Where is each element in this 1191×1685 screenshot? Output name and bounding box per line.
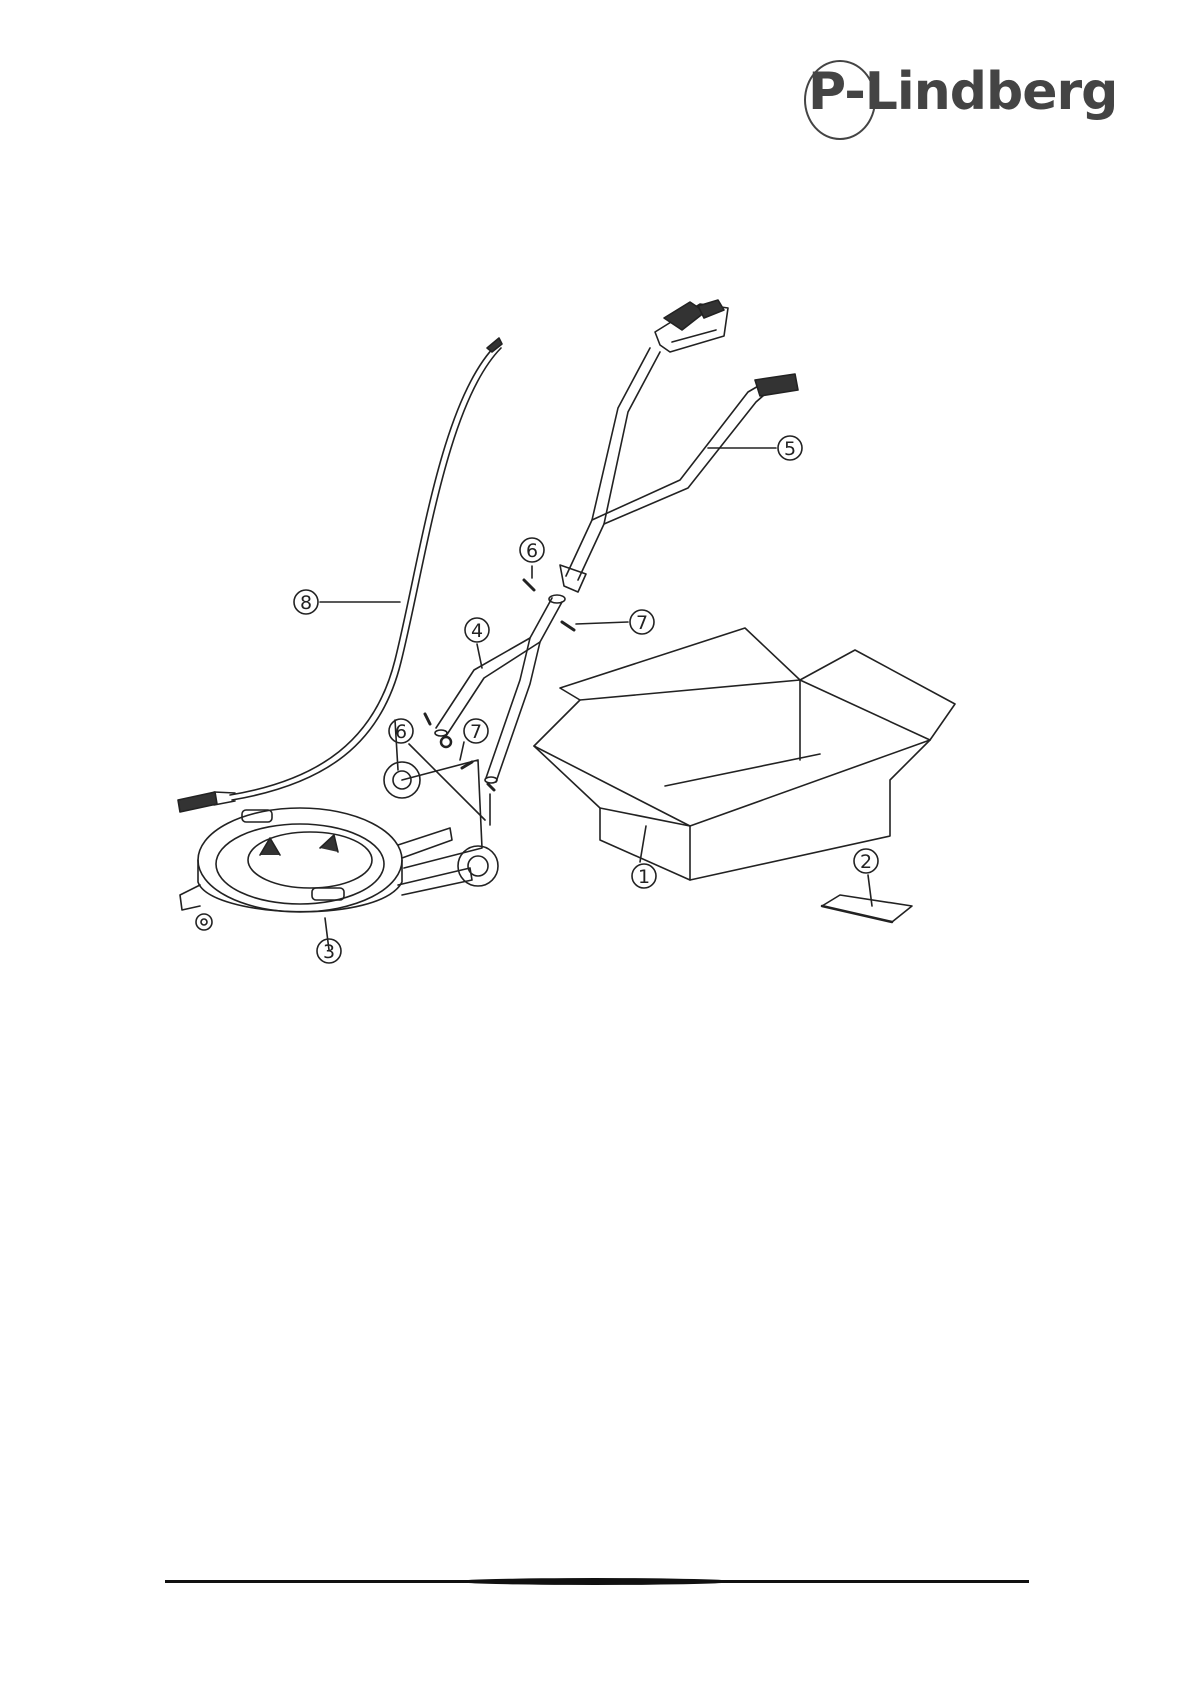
callout-3: 3: [323, 941, 335, 963]
instruction-manual: [822, 895, 912, 922]
callout-1: 1: [638, 866, 650, 888]
callout-6-top: 6: [526, 540, 538, 562]
fasteners: [425, 580, 574, 825]
callout-6-bottom: 6: [395, 721, 407, 743]
callout-8: 8: [300, 592, 312, 614]
upper-handle: [560, 300, 798, 592]
callout-4: 4: [471, 620, 483, 642]
callout-7-bottom: 7: [470, 721, 482, 743]
cardboard-box: [534, 628, 955, 880]
callout-5: 5: [784, 438, 796, 460]
hose: [178, 338, 502, 812]
footer-rule: [165, 1580, 1029, 1583]
callout-7-top: 7: [636, 612, 648, 634]
lower-handle: [435, 595, 565, 783]
callout-2: 2: [860, 851, 872, 873]
